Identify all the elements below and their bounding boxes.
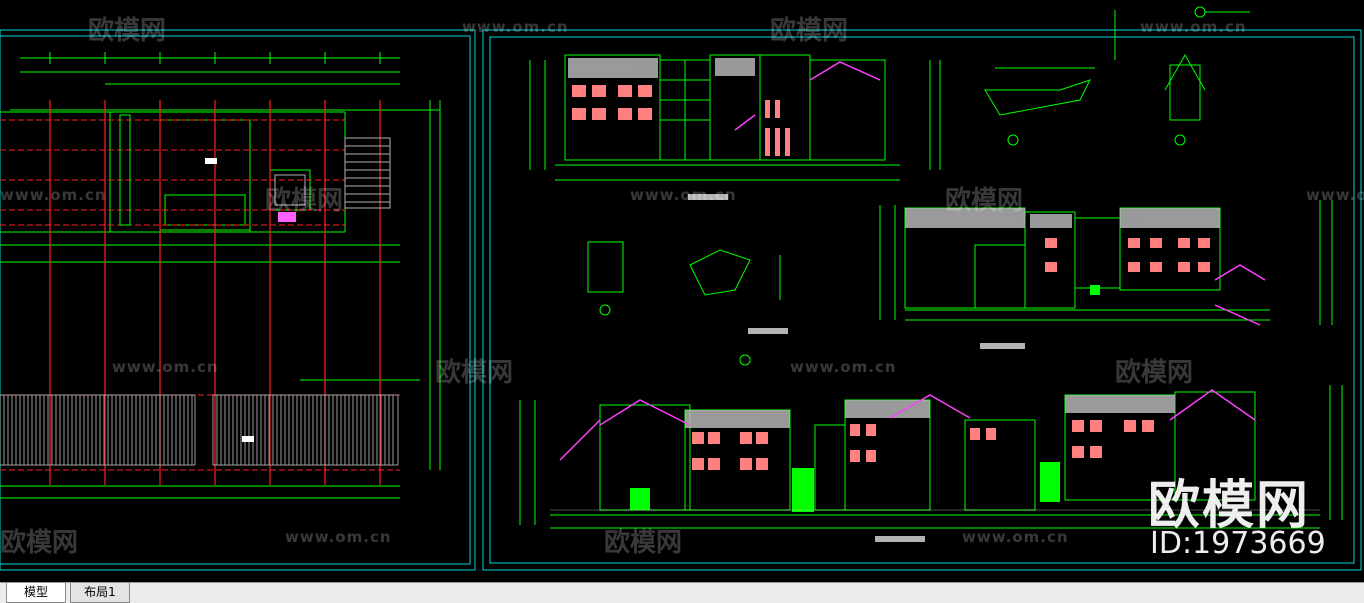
sheet-frames xyxy=(0,29,1362,571)
cad-drawing[interactable] xyxy=(0,0,1364,582)
tab-layout1[interactable]: 布局1 xyxy=(70,583,130,603)
brand-watermark-logo: 欧模网 xyxy=(1148,476,1311,536)
layout-tab-bar: 模型 布局1 xyxy=(0,582,1364,603)
brand-watermark-id: ID:1973669 xyxy=(1150,526,1326,561)
tab-model[interactable]: 模型 xyxy=(6,583,66,603)
drawing-labels xyxy=(688,194,1025,542)
elevation-bottom xyxy=(519,385,1343,529)
elevation-middle xyxy=(879,200,1333,326)
elevation-top xyxy=(529,54,941,181)
detail-drawings xyxy=(587,6,1250,366)
drawing-canvas[interactable]: 欧模网 欧模网 www.om.cn www.om.cn www.om.cn 欧模… xyxy=(0,0,1364,582)
floor-plan xyxy=(0,52,441,499)
